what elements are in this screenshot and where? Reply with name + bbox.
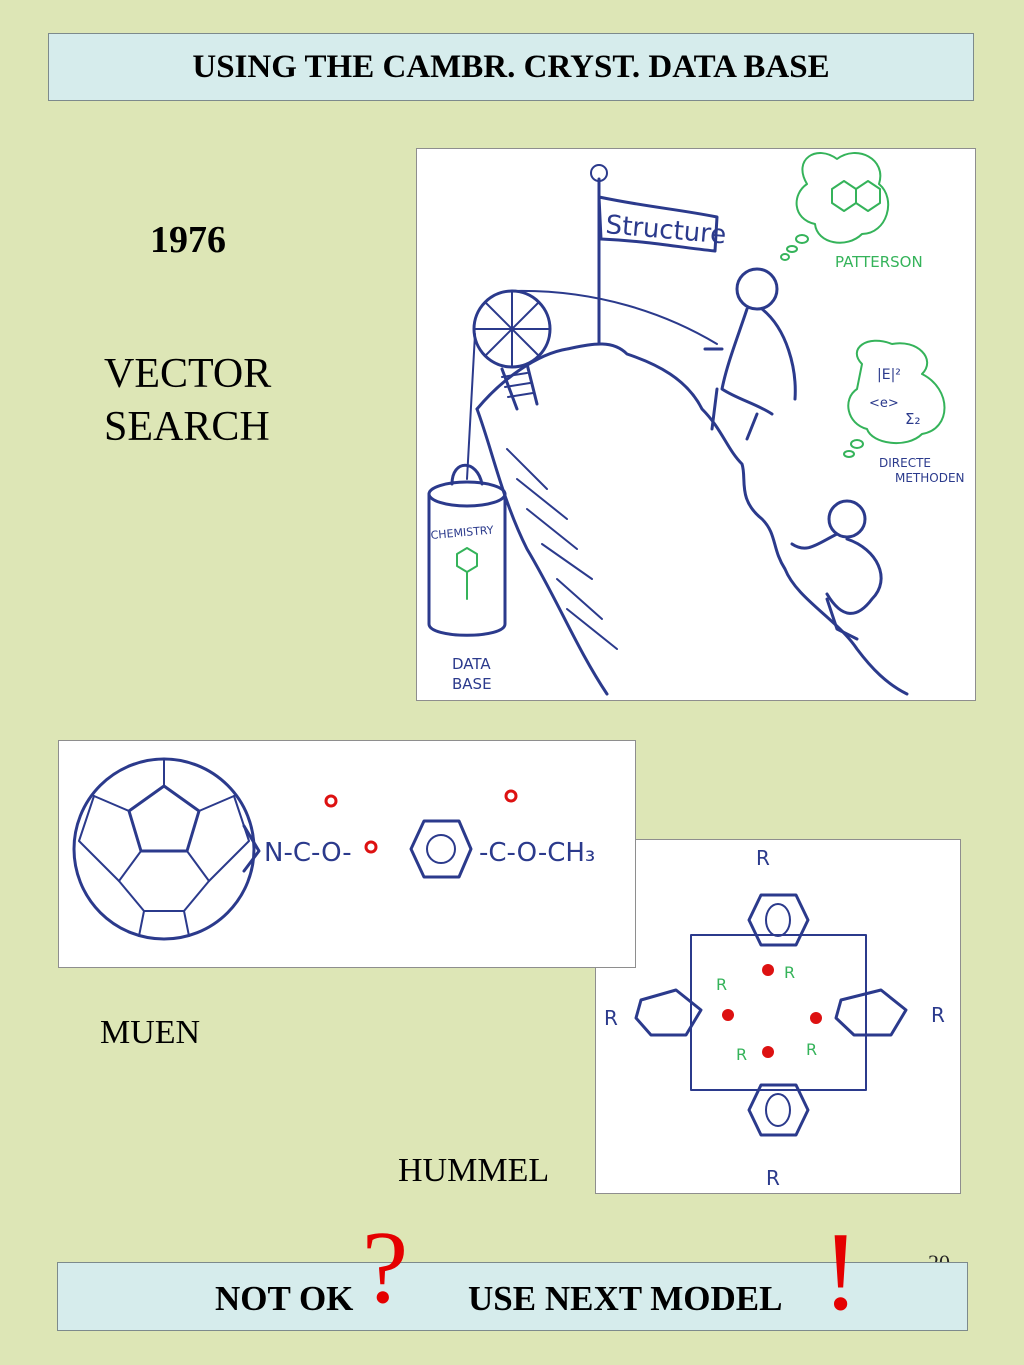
- r-inner-1: R: [784, 963, 795, 982]
- exclamation-mark: !: [822, 1210, 860, 1334]
- question-mark: ?: [362, 1210, 409, 1325]
- cartoon-drawing: Structure PATTERSON |E|² <e> Σ₂ DIRECTE …: [427, 152, 965, 696]
- formula-e2: |E|²: [877, 367, 901, 383]
- slide-title: USING THE CAMBR. CRYST. DATA BASE: [192, 48, 830, 85]
- title-banner: USING THE CAMBR. CRYST. DATA BASE: [48, 33, 974, 101]
- hummel-molecule-drawing: R R R R R R R R: [595, 839, 961, 1194]
- r-inner-2: R: [716, 975, 727, 994]
- data-text: DATA: [452, 655, 491, 673]
- hummel-label: HUMMEL: [398, 1152, 550, 1189]
- methoden-text: METHODEN: [895, 471, 965, 485]
- mountain-cartoon: Structure PATTERSON |E|² <e> Σ₂ DIRECTE …: [416, 148, 976, 701]
- muen-chain-end: -C-O-CH₃: [479, 838, 595, 868]
- chemistry-text: CHEMISTRY: [430, 524, 494, 542]
- r-right: R: [931, 1003, 945, 1027]
- use-next-model-text: USE NEXT MODEL: [468, 1279, 783, 1318]
- hummel-molecule-svg: R R R R R R R R: [604, 846, 945, 1190]
- formula-sigma2: Σ₂: [905, 410, 921, 428]
- not-ok-text: NOT OK: [215, 1279, 354, 1318]
- method-label: VECTOR SEARCH: [104, 348, 304, 454]
- directe-text: DIRECTE: [879, 456, 931, 470]
- method-line-1: VECTOR: [104, 351, 272, 397]
- footer-banner: NOT OK USE NEXT MODEL: [57, 1262, 968, 1331]
- muen-chain-start: N-C-O-: [264, 838, 352, 868]
- r-bottom: R: [766, 1166, 780, 1190]
- r-left: R: [604, 1006, 618, 1030]
- page-number: 20: [928, 1250, 950, 1264]
- method-line-2: SEARCH: [104, 404, 270, 450]
- r-inner-4: R: [736, 1045, 747, 1064]
- year-label: 1976: [150, 219, 226, 261]
- formula-e-mean: <e>: [869, 396, 899, 411]
- patterson-text: PATTERSON: [835, 253, 923, 271]
- muen-label: MUEN: [100, 1014, 201, 1051]
- muen-molecule-drawing: N-C-O- -C-O-CH₃: [58, 740, 636, 968]
- r-top: R: [756, 846, 770, 870]
- base-text: BASE: [452, 675, 492, 693]
- muen-molecule-svg: N-C-O- -C-O-CH₃: [72, 757, 595, 941]
- r-inner-3: R: [806, 1040, 817, 1059]
